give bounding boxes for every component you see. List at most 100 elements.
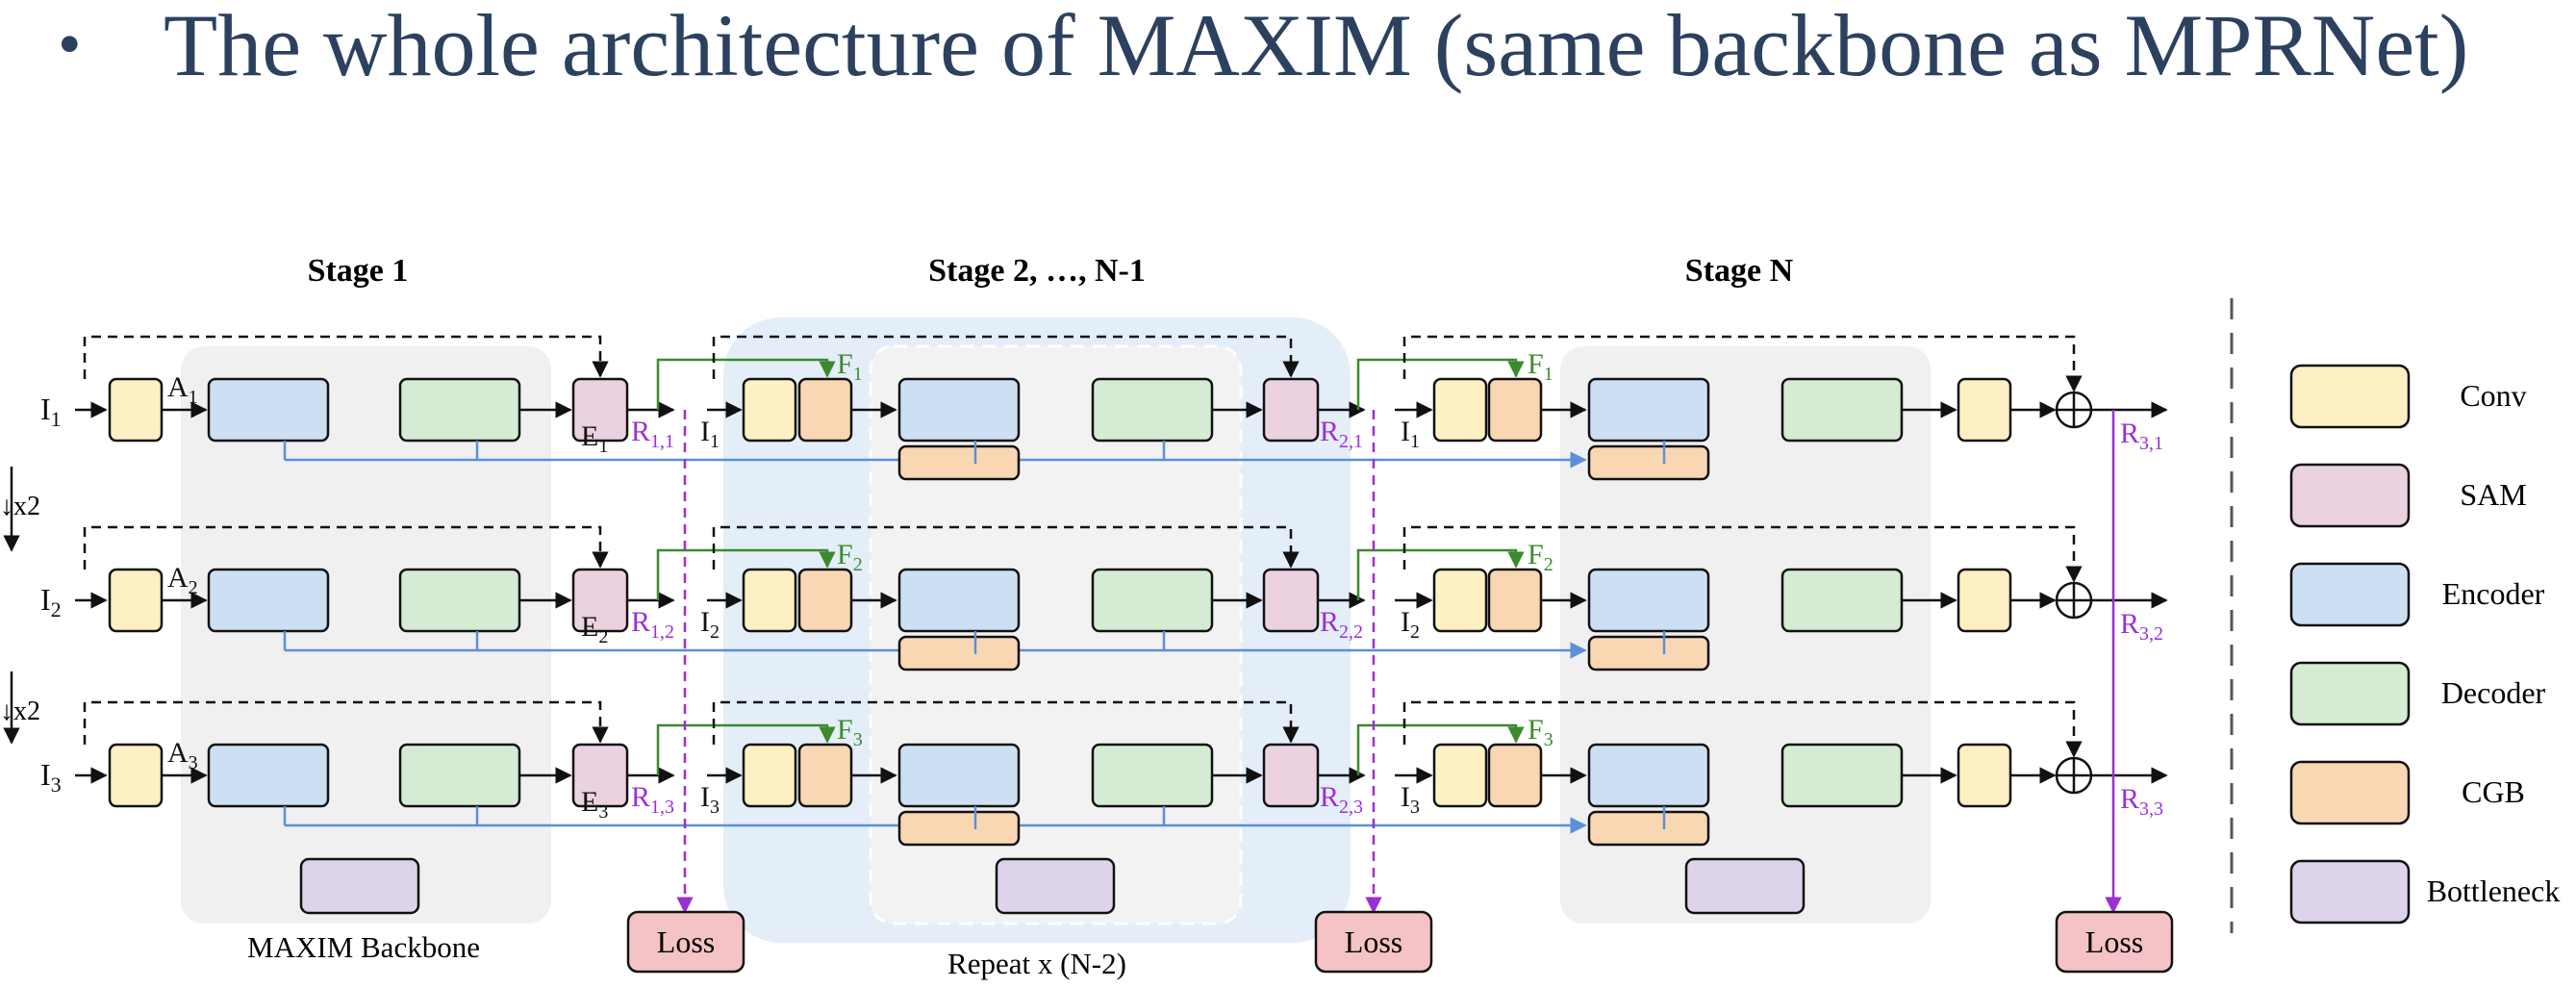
stage1-a-label-1: A1 bbox=[167, 371, 198, 408]
stageN-skip-cgb-3 bbox=[1587, 810, 1710, 847]
stage2-feature-arrow-3 bbox=[656, 723, 836, 775]
stage2-skip-cgb-3 bbox=[897, 810, 1021, 847]
stage1-title: Stage 1 bbox=[308, 253, 409, 289]
stage2-decoder-3 bbox=[1091, 743, 1214, 808]
stage1-e-label-2: E2 bbox=[581, 611, 608, 647]
bottleneck-stage1 bbox=[299, 857, 420, 915]
stageN-f-label-1: F1 bbox=[1528, 348, 1553, 385]
stageN-feature-arrow-3 bbox=[1356, 723, 1525, 775]
stage2-skip-cgb-1 bbox=[897, 444, 1021, 481]
stageN-feature-arrow-1 bbox=[1356, 358, 1525, 410]
stage2-caption: Repeat x (N-2) bbox=[947, 947, 1126, 980]
stageN-input-to-add-dashed-1 bbox=[1402, 335, 2083, 393]
stageN-encoder-2 bbox=[1587, 568, 1710, 633]
loss-label-stage2: Loss bbox=[1345, 925, 1402, 959]
legend-swatch-decoder bbox=[2289, 661, 2411, 726]
stageN-input-label-2: I2 bbox=[1401, 606, 1420, 643]
downsample-label-2: ↓x2 bbox=[0, 697, 40, 726]
stage2-sam-3 bbox=[1262, 743, 1320, 808]
stage2-encoder-3 bbox=[897, 743, 1021, 808]
stageN-f-label-3: F3 bbox=[1528, 714, 1553, 750]
stage1-decoder-1 bbox=[398, 377, 521, 443]
stageN-title: Stage N bbox=[1685, 253, 1794, 289]
stageN-r-label-3: R3,3 bbox=[2120, 783, 2163, 820]
loss-blocks: Loss Loss Loss bbox=[626, 910, 2174, 974]
loss-box-stage1 bbox=[626, 910, 745, 974]
stage2-decoder-1 bbox=[1091, 377, 1214, 443]
stage1-input-to-sam-dashed-2 bbox=[83, 525, 609, 570]
stage1-input-label-3: I3 bbox=[40, 757, 62, 797]
stage1-e-label-1: E1 bbox=[581, 420, 608, 457]
legend-swatch-cgb bbox=[2289, 760, 2411, 825]
stage2-cgb-2 bbox=[797, 568, 853, 633]
stage1-decoder-3 bbox=[398, 743, 521, 808]
title-text: The whole architecture of MAXIM (same ba… bbox=[164, 0, 2469, 94]
legend-swatch-conv bbox=[2289, 364, 2411, 429]
legend-swatch-bottleneck bbox=[2289, 859, 2411, 925]
stage2-conv-1 bbox=[742, 377, 797, 443]
stage1-r-label-3: R1,3 bbox=[631, 781, 674, 818]
stageN-conv-3 bbox=[1432, 743, 1488, 808]
stage2-r-label-1: R2,1 bbox=[1320, 416, 1363, 452]
stage2-sam-1 bbox=[1262, 377, 1320, 443]
bottleneck-stageN bbox=[1684, 857, 1806, 915]
stage2-f-label-2: F2 bbox=[837, 539, 863, 575]
legend-label-conv: Conv bbox=[2460, 378, 2526, 413]
stage1-a-label-2: A2 bbox=[167, 562, 198, 598]
stageN-r-label-2: R3,2 bbox=[2120, 608, 2163, 645]
stage2-f-label-3: F3 bbox=[837, 714, 863, 750]
stage1-input-label-2: I2 bbox=[40, 582, 62, 621]
stageN-out-conv-3 bbox=[1957, 743, 2012, 808]
loss-connections bbox=[676, 410, 2122, 914]
stage1-e-label-3: E3 bbox=[581, 786, 608, 823]
stage1-encoder-3 bbox=[207, 743, 330, 808]
stage2-input-to-sam-dashed-2 bbox=[712, 525, 1300, 570]
stage1-decoder-2 bbox=[398, 568, 521, 633]
stageN-decoder-1 bbox=[1780, 377, 1904, 443]
stage1-caption: MAXIM Backbone bbox=[247, 930, 480, 964]
legend-label-decoder: Decoder bbox=[2441, 675, 2546, 710]
stage2-input-label-1: I1 bbox=[700, 416, 720, 452]
stage2-feature-arrow-1 bbox=[656, 358, 836, 410]
stageN-skip-cgb-2 bbox=[1587, 635, 1710, 671]
stage1-conv-2 bbox=[108, 568, 164, 633]
downsample-label-1: ↓x2 bbox=[0, 492, 40, 521]
stage2-conv-3 bbox=[742, 743, 797, 808]
legend-label-bottleneck: Bottleneck bbox=[2427, 874, 2561, 908]
legend-label-encoder: Encoder bbox=[2442, 576, 2545, 611]
stage2-f-label-1: F1 bbox=[837, 348, 863, 385]
stageN-cgb-3 bbox=[1487, 743, 1543, 808]
stageN-input-to-add-dashed-3 bbox=[1402, 700, 2083, 758]
loss-label-stage1: Loss bbox=[657, 925, 715, 959]
legend-swatch-encoder bbox=[2289, 562, 2411, 627]
title-bullet: • bbox=[58, 8, 82, 82]
stageN-feature-arrow-2 bbox=[1356, 548, 1525, 600]
stage1-encoder-2 bbox=[207, 568, 330, 633]
stage2-encoder-2 bbox=[897, 568, 1021, 633]
stage1-input-to-sam-dashed-3 bbox=[83, 700, 609, 745]
bottleneck-stage2 bbox=[995, 857, 1116, 915]
stage2-input-label-2: I2 bbox=[700, 606, 720, 643]
stage2-feature-arrow-2 bbox=[656, 548, 836, 600]
stage2-decoder-2 bbox=[1091, 568, 1214, 633]
stageN-f-label-2: F2 bbox=[1528, 539, 1553, 575]
stage1-encoder-1 bbox=[207, 377, 330, 443]
stageN-encoder-3 bbox=[1587, 743, 1710, 808]
loss-box-stage2 bbox=[1314, 910, 1433, 974]
legend-label-sam: SAM bbox=[2460, 477, 2526, 512]
stage2-input-label-3: I3 bbox=[700, 781, 720, 818]
stage2-input-to-sam-dashed-1 bbox=[712, 335, 1300, 379]
stageN-encoder-1 bbox=[1587, 377, 1710, 443]
stage1-a-label-3: A3 bbox=[167, 737, 198, 773]
stage2-cgb-1 bbox=[797, 377, 853, 443]
stage2-title: Stage 2, …, N-1 bbox=[928, 253, 1146, 289]
stage2-conv-2 bbox=[742, 568, 797, 633]
stageN-input-to-add-dashed-2 bbox=[1402, 525, 2083, 583]
stage1-input-label-1: I1 bbox=[40, 392, 62, 431]
stageN-skip-cgb-1 bbox=[1587, 444, 1710, 481]
stage2-encoder-1 bbox=[897, 377, 1021, 443]
stageN-out-conv-2 bbox=[1957, 568, 2012, 633]
